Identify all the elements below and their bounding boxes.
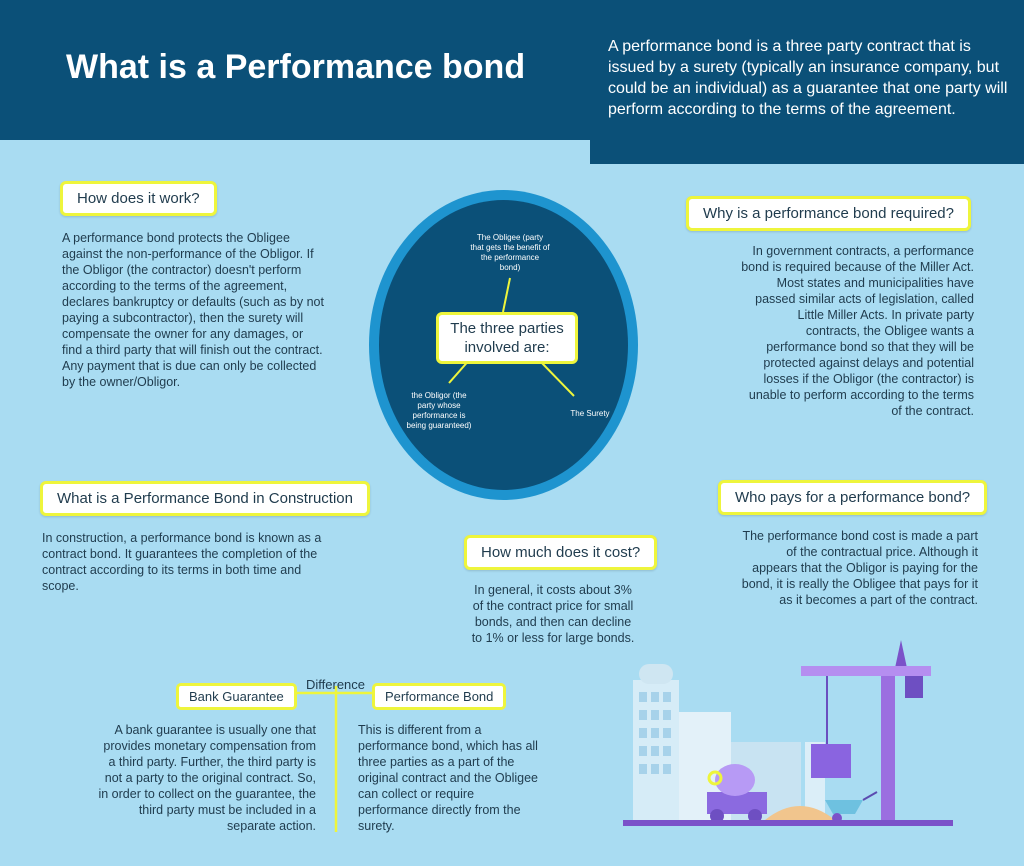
construction-body: In construction, a performance bond is k… — [42, 531, 322, 593]
who-pays-heading: Who pays for a performance bond? — [718, 480, 988, 515]
ground-line — [623, 820, 953, 826]
who-pays-body: The performance bond cost is made a part… — [741, 529, 978, 607]
cost-heading: How much does it cost? — [464, 535, 658, 570]
crane-tower-icon — [881, 668, 895, 820]
page-title: What is a Performance bond — [66, 48, 526, 86]
obligee-label: The Obligee (party that gets the benefit… — [470, 233, 550, 272]
construction-heading: What is a Performance Bond in Constructi… — [40, 481, 370, 516]
intro-text: A performance bond is a three party cont… — [608, 38, 1008, 118]
header-banner-extension — [590, 140, 1024, 164]
cost-body: In general, it costs about 3% of the con… — [471, 583, 635, 645]
surety-label: The Surety — [570, 409, 610, 418]
sand-pile-icon — [765, 806, 835, 820]
performance-bond-body: This is different from a performance bon… — [358, 723, 538, 833]
wheelbarrow-icon — [825, 800, 863, 814]
three-parties-box: The three parties involved are: — [436, 312, 578, 364]
why-required-heading: Why is a performance bond required? — [686, 196, 971, 231]
construction-site-illustration — [623, 640, 953, 826]
connector-obligee — [502, 277, 511, 313]
header-banner — [0, 0, 1024, 140]
difference-divider — [290, 686, 372, 832]
connector-surety — [538, 359, 575, 397]
how-it-works-body: A performance bond protects the Obligee … — [62, 231, 324, 389]
obligor-label: the Obligor (the party whose performance… — [406, 391, 472, 430]
bank-guarantee-label: Bank Guarantee — [176, 683, 297, 710]
crane-load-icon — [811, 744, 851, 778]
how-it-works-heading: How does it work? — [60, 181, 217, 216]
difference-label: Difference — [306, 677, 366, 692]
cement-mixer-icon — [707, 792, 767, 814]
performance-bond-label: Performance Bond — [372, 683, 507, 710]
why-required-body: In government contracts, a performance b… — [741, 244, 974, 418]
bank-guarantee-body: A bank guarantee is usually one that pro… — [98, 723, 316, 833]
